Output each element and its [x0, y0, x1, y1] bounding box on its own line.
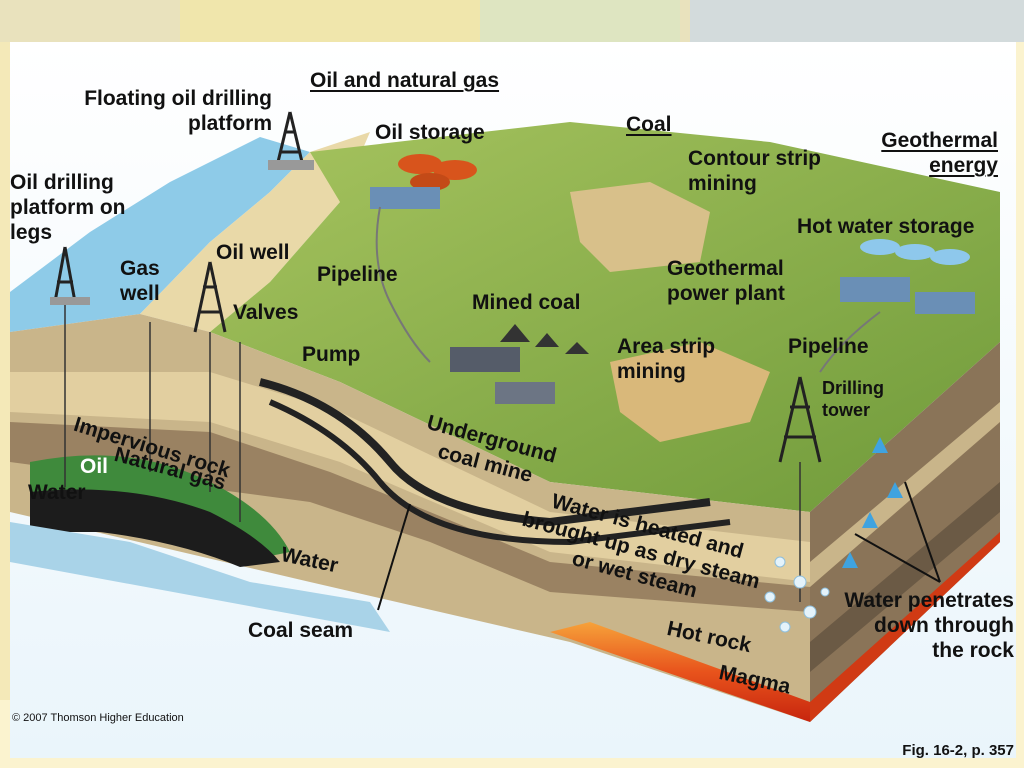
label-coal: Coal — [626, 113, 672, 136]
label-drilling-tower: Drilling tower — [822, 378, 884, 420]
label-contour-strip-mining: Contour strip mining — [688, 147, 821, 196]
coal-seam-1 — [259, 378, 711, 527]
energy-resources-diagram — [10, 42, 1016, 758]
water-layer — [10, 522, 390, 632]
label-pipeline-right: Pipeline — [788, 335, 869, 358]
area-strip-mine — [610, 342, 770, 442]
label-oil-storage: Oil storage — [375, 121, 485, 144]
label-floating-platform: Floating oil drilling platform — [84, 87, 272, 136]
label-oil: Oil — [80, 455, 109, 478]
label-geothermal-energy: Geothermal energy — [881, 129, 998, 178]
label-mined-coal: Mined coal — [472, 291, 581, 314]
copyright-notice: © 2007 Thomson Higher Education — [12, 712, 184, 724]
label-gas-well: Gas well — [120, 257, 160, 306]
magma-layer — [550, 622, 810, 722]
label-pump: Pump — [302, 343, 361, 366]
beach — [140, 132, 370, 332]
label-oil-platform-on-legs: Oil drilling platform on legs — [10, 171, 126, 245]
label-water-left: Water — [28, 481, 86, 504]
label-valves: Valves — [233, 301, 299, 324]
label-pipeline-left: Pipeline — [317, 263, 398, 286]
contour-strip-mine — [570, 182, 710, 272]
label-area-strip-mining: Area strip mining — [617, 335, 716, 384]
label-oil-and-natural-gas: Oil and natural gas — [310, 69, 500, 92]
label-water-penetrates: Water penetrates down through the rock — [844, 589, 1014, 663]
sea-surface — [10, 137, 310, 332]
oil-pocket — [30, 489, 280, 567]
label-coal-seam: Coal seam — [248, 619, 354, 642]
diagram-slide: Oil and natural gas Coal Geothermal ener… — [10, 42, 1016, 758]
label-hot-water-storage: Hot water storage — [797, 215, 975, 238]
land-surface — [210, 122, 1000, 512]
figure-reference: Fig. 16-2, p. 357 — [902, 742, 1014, 759]
label-geothermal-power-plant: Geothermal power plant — [667, 257, 785, 306]
label-oil-well: Oil well — [216, 241, 290, 264]
